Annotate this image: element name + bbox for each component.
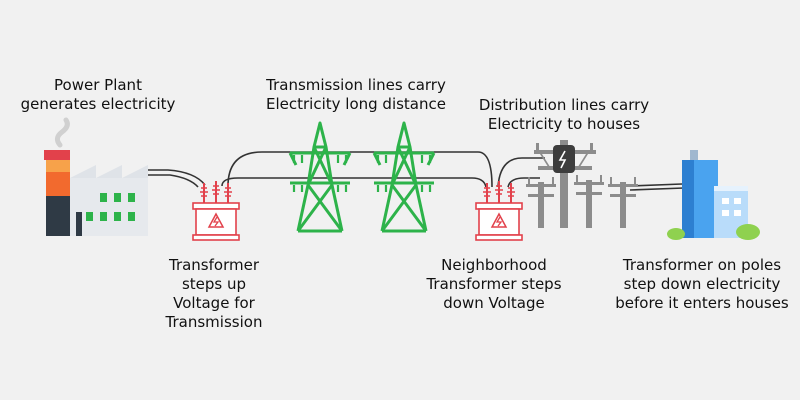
transmission-tower-icon <box>372 121 436 233</box>
building-icon <box>667 150 760 240</box>
wires <box>148 151 685 191</box>
pole-transformer-icon <box>553 145 575 173</box>
wire-plant-to-transformer <box>148 169 206 186</box>
step-up-transformer-label: Transformer steps up Voltage for Transmi… <box>165 256 263 331</box>
wire-poles-to-house <box>629 183 683 187</box>
wire-transformer-to-tower-top <box>227 151 493 188</box>
utility-pole-icon <box>526 140 638 228</box>
transformer-icon <box>192 181 240 241</box>
distribution-lines-label: Distribution lines carry Electricity to … <box>478 96 650 133</box>
pole-transformer-label: Transformer on poles step down electrici… <box>615 256 789 312</box>
power-plant-label: Power Plant generates electricity <box>20 76 176 113</box>
neighborhood-transformer-label: Neighborhood Transformer steps down Volt… <box>426 256 562 312</box>
wire-poles-to-house-low <box>629 187 685 191</box>
wire-plant-to-transformer-lower <box>148 174 199 188</box>
factory-icon <box>44 117 148 236</box>
transmission-lines-label: Transmission lines carry Electricity lon… <box>266 76 446 113</box>
transformer-icon <box>475 181 523 241</box>
transmission-tower-icon <box>288 121 352 233</box>
wire-neighborhood-to-poles <box>497 157 545 188</box>
wire-transformer-to-tower-low <box>221 177 487 188</box>
wire-neighborhood-to-poles-low <box>507 177 540 188</box>
